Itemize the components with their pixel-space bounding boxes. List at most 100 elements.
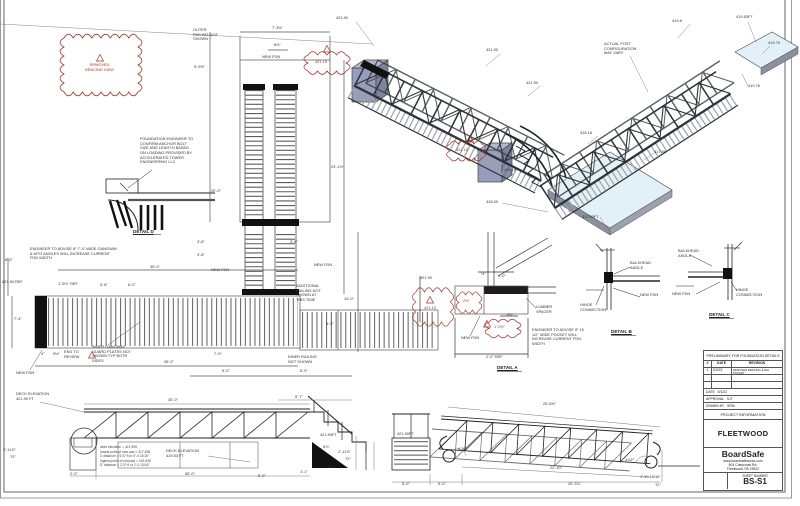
dim-label: 5'-0"	[326, 321, 334, 326]
drawn-by-value: SRM	[726, 404, 735, 408]
dim-label: "D'"	[345, 456, 352, 461]
dim-label: 20'-0"	[211, 188, 221, 193]
elevation-tag: 419.83FT	[736, 14, 753, 19]
elevation-note-line: deck elevation = 421.90ft	[100, 445, 137, 449]
bulkhead-angle-label: BULKHEAD ANGLE	[630, 260, 651, 270]
dim-label: 7'-4"	[14, 316, 22, 321]
elevation-tag: 419.79	[768, 40, 780, 45]
dim-label: 9½"	[53, 351, 60, 356]
dim-label: 5'-9⅝"	[194, 64, 205, 69]
plan-upper-drawing	[190, 31, 359, 377]
new-fdn-label: NEW FDN	[16, 370, 35, 375]
elevation-tag: 421.90	[336, 15, 348, 20]
approval-label: APPROVAL	[706, 397, 725, 401]
dim-label: 6'-0"	[128, 282, 136, 287]
empty-cell	[732, 382, 782, 388]
elevation-tag: 418.00	[486, 199, 498, 204]
dim-label: 14'-0"	[344, 296, 354, 301]
sheet-number-cell: SHEET NUMBER BS-S1	[728, 473, 782, 489]
rev-date: 5/3/22	[712, 368, 732, 374]
eng-review-delta	[87, 350, 97, 359]
rev-col-num: #	[704, 361, 712, 367]
dim-label: 2½"	[463, 298, 470, 303]
dim-label: 1'-0½"	[494, 324, 505, 329]
dim-label: 3'-6"	[290, 239, 298, 244]
sheet-number-value: BS-S1	[743, 477, 767, 487]
inner-railing-note: INNER RAILING NOT SHOWN	[288, 354, 317, 364]
revision-elevation-tag: 421.15	[456, 147, 468, 152]
dim-label: 2'-11⅞"	[338, 449, 351, 454]
new-fdn-label: NEW FDN	[672, 291, 691, 296]
drawn-by-label: DRAWN BY	[706, 404, 725, 408]
guard-plates-note: INNER GANGWAY GUARD PLATES NOT SHOWN TYP…	[92, 344, 131, 364]
angle-label: 4.02°	[625, 457, 635, 462]
sheet-number-box: SHEET NUMBER BS-S1	[704, 473, 782, 489]
detail-d-title: DETAIL D	[133, 229, 154, 234]
new-fdn-label: NEW FDN	[461, 335, 480, 340]
dim-label: 1'-5½" REF	[58, 281, 78, 286]
additional-railing-note: ADDITIONAL RAILING NOT SHOWN AT THIS TIM…	[296, 283, 321, 303]
outer-railing-note: OUTER RAILING NOT SHOWN	[193, 27, 218, 42]
hinge-connection-label: HINGE CONNECTION	[580, 302, 607, 312]
dim-label: 5'-7"	[295, 394, 303, 399]
revision-cloud-box	[59, 33, 143, 97]
dim-label: 3'-6"	[197, 239, 205, 244]
project-name: FLEETWOOD	[704, 420, 782, 448]
revision-elevation-tag: 421.15	[424, 305, 436, 310]
revision-table-header: # DATE REVISION	[704, 361, 782, 368]
dim-label: 7'-3½"	[272, 25, 283, 30]
elevation-tag: 417.83FT	[582, 214, 599, 219]
new-fdn-label: NEW FDN	[640, 292, 659, 297]
pocket-advise-note: ENGINEER TO ADVISE IF 15 1/2" WIDE POCKE…	[532, 327, 584, 347]
eng-review-note: ENG TO REVIEW	[64, 349, 80, 359]
dim-label: 35'-0"	[185, 471, 195, 476]
dim-label: ½"	[481, 271, 486, 276]
dim-label: 5'-0"	[258, 473, 266, 478]
dim-label: 35'-0"	[164, 359, 174, 364]
logo-cell	[704, 473, 728, 489]
revision-elevation-tag: 421.15	[315, 59, 327, 64]
iso-leaders	[0, 21, 771, 231]
isometric-view	[0, 21, 799, 236]
elevation-tag: 419.76	[748, 83, 760, 88]
elevation-long-drawing	[39, 395, 375, 479]
revision-cloud-note: REMOVED BRACING VIEW	[85, 62, 114, 72]
empty-cell	[712, 382, 732, 388]
elevation-tag: 418.16	[504, 167, 516, 172]
date-row: DATE 5/1/22	[704, 389, 782, 396]
empty-cell	[704, 382, 712, 388]
sheet-number-label: SHEET NUMBER	[742, 473, 768, 478]
elevation-incline-drawing	[391, 406, 700, 485]
detail-title-underlines	[133, 234, 734, 372]
dim-label: 22'-10"	[550, 465, 563, 470]
dim-label: 5'-8"	[100, 282, 108, 287]
detail-d-note: FOUNDATION ENGINEER TO CONFIRM ANCHOR BO…	[140, 136, 194, 165]
elevation-note-line: D' distance = 2.07 ft or 2'-0 13/16"	[100, 463, 150, 468]
elevation-tag: 421.90	[526, 80, 538, 85]
sheet-border	[0, 0, 792, 499]
date-value: 5/1/22	[717, 390, 728, 394]
elevation-ref-label: 421.90 REF	[2, 279, 23, 284]
company-box: BoardSafe www.boardsafedocks.com 604 Cri…	[704, 448, 782, 473]
dim-label: 5'-0"	[222, 368, 230, 373]
company-website: www.boardsafedocks.com	[723, 459, 763, 463]
dim-label: 6⅞"	[323, 444, 330, 449]
hinge-connection-label: HINGE CONNECTION	[736, 287, 763, 297]
detail-a-drawing	[412, 232, 556, 358]
dim-label: 1'-1"	[300, 469, 308, 474]
dim-label: 6½"	[507, 312, 514, 317]
approval-row: APPROVAL SJT	[704, 396, 782, 403]
dim-label: 3'-6"	[197, 252, 205, 257]
detail-b-title: DETAIL B	[611, 329, 632, 334]
dim-label: "D"	[10, 454, 16, 459]
angle-label: 4.36°	[458, 446, 468, 451]
rev-desc: REMOVED BRACING & DIG POCKET	[733, 368, 770, 374]
dim-label: 6'-0"	[5, 257, 13, 262]
elevation-tag: 417.98	[654, 149, 666, 154]
dim-label: 20'-6½"	[543, 401, 557, 406]
dim-label: 1'-10 15/16"	[640, 474, 661, 479]
preliminary-note: PRELIMINARY FOR FOUNDATION DETAILS	[704, 351, 782, 361]
dim-label: 5'-0"	[300, 368, 308, 373]
drawn-by-row: DRAWN BY SRM	[704, 403, 782, 410]
